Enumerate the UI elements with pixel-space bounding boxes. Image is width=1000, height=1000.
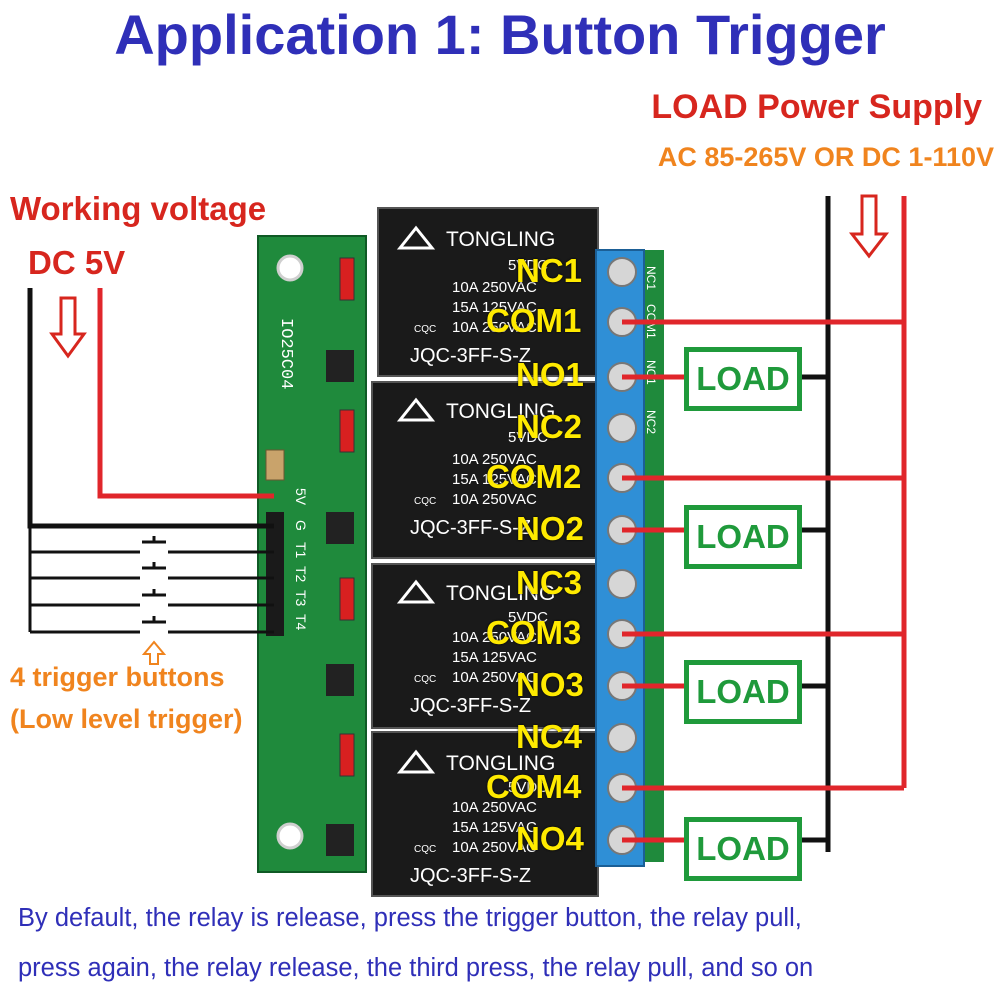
svg-text:CQC: CQC <box>414 496 436 507</box>
load-box-2: LOAD <box>684 505 802 569</box>
load-box-3: LOAD <box>684 660 802 724</box>
mounting-hole-top <box>276 254 304 282</box>
terminal-label-com4: COM4 <box>486 768 582 805</box>
working-voltage-spec: DC 5V <box>28 244 126 281</box>
load-box-4: LOAD <box>684 817 802 881</box>
relay-1: TONGLING 5VDC 10A 250VAC 15A 125VAC 10A … <box>377 207 599 377</box>
terminal-label-nc1: NC1 <box>516 252 583 289</box>
transistor <box>326 512 354 544</box>
svg-text:5VDC: 5VDC <box>508 257 548 274</box>
svg-text:10A 250VAC: 10A 250VAC <box>452 491 537 508</box>
svg-text:10A 250VAC: 10A 250VAC <box>452 799 537 816</box>
terminal-label-com3: COM3 <box>486 614 582 651</box>
header-pin-labels: 5V G T1 T2 T3 T4 <box>293 488 309 631</box>
svg-text:15A 125VAC: 15A 125VAC <box>452 299 537 316</box>
trigger-button-1 <box>142 536 166 544</box>
svg-text:15A 125VAC: 15A 125VAC <box>452 471 537 488</box>
screw <box>607 723 637 753</box>
dc-input-arrow <box>49 296 87 359</box>
pin-label-t2: T2 <box>293 566 309 583</box>
svg-text:TONGLING: TONGLING <box>446 400 555 423</box>
working-voltage-title: Working voltage <box>10 190 267 227</box>
diode <box>339 577 355 621</box>
side-label-no1: NO1 <box>644 360 658 385</box>
svg-text:5VDC: 5VDC <box>508 609 548 626</box>
terminal-block <box>595 249 645 867</box>
diode <box>339 257 355 301</box>
diode <box>339 733 355 777</box>
trigger-buttons-title: 4 trigger buttons <box>10 662 225 692</box>
svg-text:15A 125VAC: 15A 125VAC <box>452 819 537 836</box>
svg-text:10A 250VAC: 10A 250VAC <box>452 279 537 296</box>
svg-text:10A 250VAC: 10A 250VAC <box>452 669 537 686</box>
svg-text:JQC-3FF-S-Z: JQC-3FF-S-Z <box>410 865 531 887</box>
svg-text:JQC-3FF-S-Z: JQC-3FF-S-Z <box>410 345 531 367</box>
pin-label-5v: 5V <box>293 488 309 506</box>
mounting-hole-bottom <box>276 822 304 850</box>
side-label-nc2: NC2 <box>644 410 658 434</box>
trigger-button-2 <box>142 562 166 570</box>
footer-note-line-2: press again, the relay release, the thir… <box>18 954 814 982</box>
svg-text:JQC-3FF-S-Z: JQC-3FF-S-Z <box>410 517 531 539</box>
svg-text:10A 250VAC: 10A 250VAC <box>452 451 537 468</box>
pcb-label: IO25C04 <box>276 318 295 389</box>
diode <box>339 409 355 453</box>
svg-text:JQC-3FF-S-Z: JQC-3FF-S-Z <box>410 695 531 717</box>
trigger-buttons-spec: (Low level trigger) <box>10 704 243 734</box>
svg-text:CQC: CQC <box>414 324 436 335</box>
svg-text:10A 250VAC: 10A 250VAC <box>452 629 537 646</box>
pin-header <box>266 512 284 636</box>
svg-text:10A 250VAC: 10A 250VAC <box>452 839 537 856</box>
screw <box>607 569 637 599</box>
pin-label-g: G <box>293 520 309 531</box>
load-box-1: LOAD <box>684 347 802 411</box>
pin-label-t1: T1 <box>293 542 309 559</box>
svg-text:CQC: CQC <box>414 844 436 855</box>
screw <box>607 413 637 443</box>
load-power-spec: AC 85-265V OR DC 1-110V <box>657 142 994 172</box>
relay-2: TONGLING 5VDC 10A 250VAC 15A 125VAC 10A … <box>371 381 599 559</box>
transistor <box>326 664 354 696</box>
pin-label-t4: T4 <box>293 614 309 631</box>
svg-text:TONGLING: TONGLING <box>446 228 555 251</box>
pcb-components <box>265 257 355 856</box>
terminal-label-nc3: NC3 <box>516 564 583 601</box>
terminal-label-no1: NO1 <box>516 356 584 393</box>
svg-text:CQC: CQC <box>414 674 436 685</box>
pin-label-t3: T3 <box>293 590 309 607</box>
trigger-button-3 <box>142 589 166 597</box>
svg-text:5VDC: 5VDC <box>508 429 548 446</box>
side-label-nc1: NC1 <box>644 266 658 290</box>
svg-text:10A 250VAC: 10A 250VAC <box>452 319 537 336</box>
terminal-label-no3: NO3 <box>516 666 584 703</box>
load-power-title: LOAD Power Supply <box>651 88 982 126</box>
screw <box>607 257 637 287</box>
relay-3: TONGLING 5VDC 10A 250VAC 15A 125VAC 10A … <box>371 563 599 729</box>
terminal-label-nc2: NC2 <box>516 408 583 445</box>
terminal-label-nc4: NC4 <box>516 718 583 755</box>
load-wiring <box>622 196 907 852</box>
load-supply-arrow <box>848 194 890 259</box>
trigger-buttons-arrow <box>141 640 167 665</box>
svg-text:15A 125VAC: 15A 125VAC <box>452 649 537 666</box>
transistor <box>326 824 354 856</box>
dc-positive-wire <box>97 288 274 499</box>
capacitor <box>265 449 285 481</box>
relay-4: TONGLING 5VDC 10A 250VAC 15A 125VAC 10A … <box>371 731 599 897</box>
terminal-label-com2: COM2 <box>486 458 582 495</box>
svg-text:5VDC: 5VDC <box>508 779 548 796</box>
trigger-button-4 <box>142 616 166 624</box>
terminal-label-com1: COM1 <box>486 302 582 339</box>
footer-note-line-1: By default, the relay is release, press … <box>18 904 802 932</box>
transistor <box>326 350 354 382</box>
terminal-label-no4: NO4 <box>516 820 584 857</box>
svg-text:TONGLING: TONGLING <box>446 582 555 605</box>
svg-text:TONGLING: TONGLING <box>446 752 555 775</box>
page-title: Application 1: Button Trigger <box>114 3 886 66</box>
terminal-label-no2: NO2 <box>516 510 584 547</box>
dc-input-wiring <box>27 288 274 634</box>
